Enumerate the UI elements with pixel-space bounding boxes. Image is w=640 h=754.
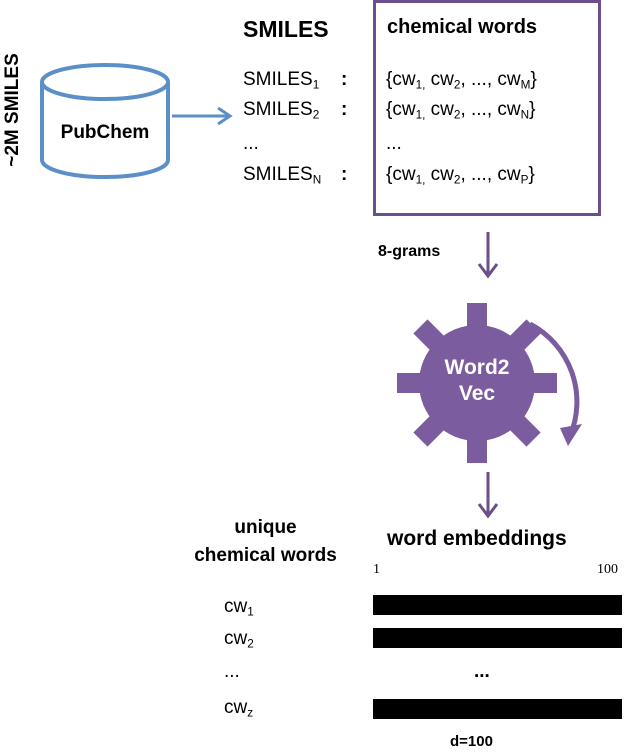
tick-start: 1 <box>373 562 380 577</box>
arrow-down-icon <box>477 232 499 279</box>
smiles-row: SMILES2 : <box>243 99 348 122</box>
embeddings-header: word embeddings <box>387 527 567 550</box>
dimension-label: d=100 <box>450 733 493 750</box>
chemical-words-header: chemical words <box>387 16 538 38</box>
database-label: PubChem <box>60 122 150 143</box>
word-row-label: cwz <box>224 697 254 720</box>
chemical-words-row: {cw1, cw2, ..., cwM} <box>386 69 537 92</box>
ngram-label: 8-grams <box>378 243 441 260</box>
gear-icon <box>397 303 582 463</box>
embedding-bar <box>373 628 622 648</box>
embeddings-ellipsis: ... <box>474 661 490 682</box>
smiles-row: SMILES1 : <box>243 69 348 92</box>
arrow-down-icon <box>477 472 499 519</box>
word-row-label: cw2 <box>224 628 254 651</box>
word-row-label: ... <box>224 661 240 682</box>
embedding-bar <box>373 699 622 719</box>
database-icon <box>40 63 170 179</box>
chemical-words-row: {cw1, cw2, ..., cwN} <box>386 99 536 122</box>
word-row-label: cw1 <box>224 596 254 619</box>
chemical-words-row: ... <box>386 133 402 154</box>
embedding-bar <box>373 595 622 615</box>
smiles-row: ... <box>243 133 259 154</box>
side-label: ~2M SMILES <box>2 53 23 167</box>
tick-end: 100 <box>597 562 618 577</box>
arrow-right-icon <box>172 106 233 126</box>
model-label: Word2 Vec <box>444 356 510 405</box>
smiles-row: SMILESN : <box>243 164 348 187</box>
smiles-header: SMILES <box>243 16 329 42</box>
chemical-words-row: {cw1, cw2, ..., cwP} <box>386 164 535 187</box>
unique-words-label: unique chemical words <box>194 517 337 566</box>
chemical-words-box <box>373 0 601 216</box>
